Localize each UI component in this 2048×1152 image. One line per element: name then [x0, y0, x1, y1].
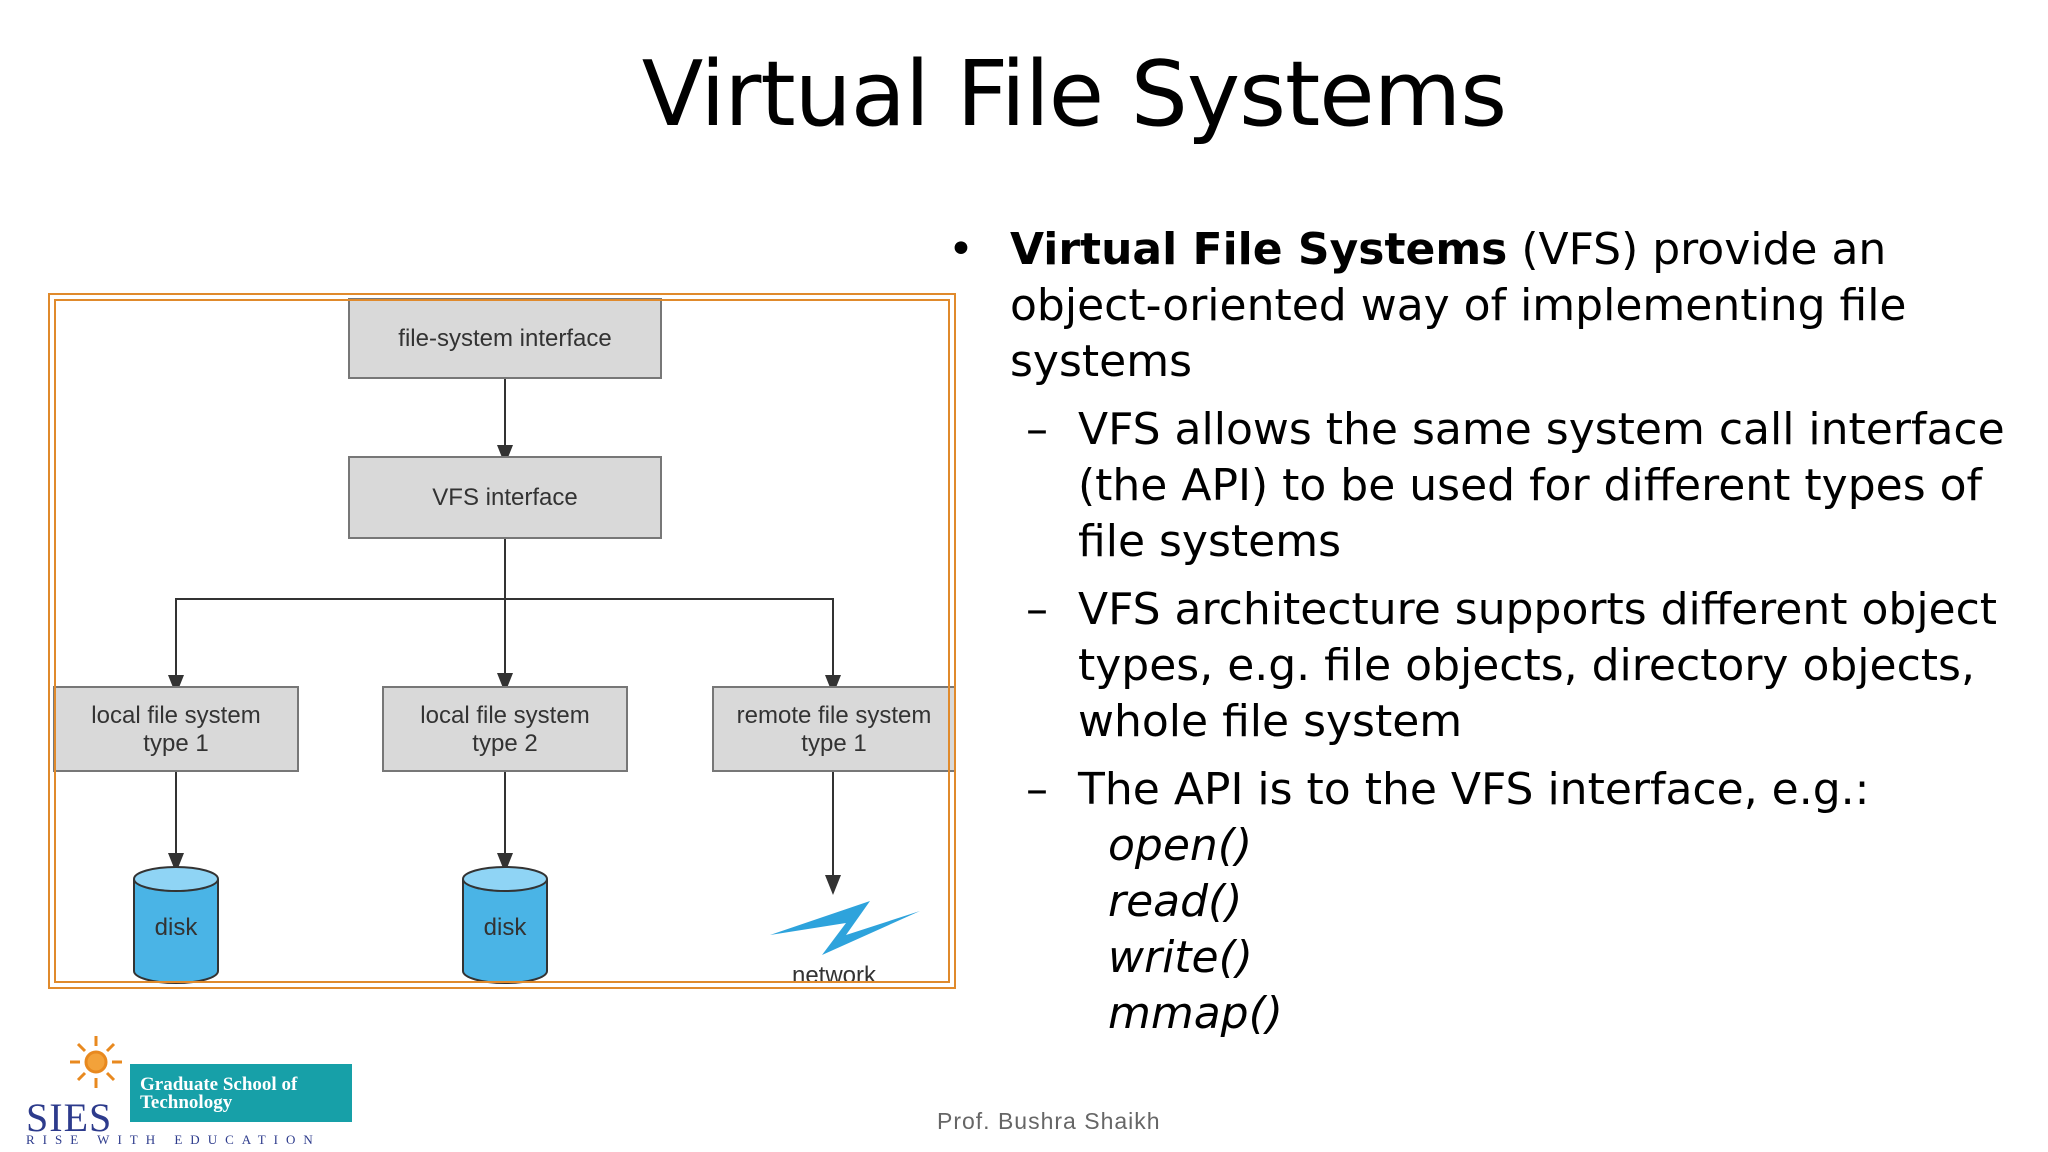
api-call: mmap()	[1108, 988, 1283, 1039]
slide-title: Virtual File Systems	[641, 42, 1507, 147]
api-call-list: open() read() write() mmap()	[1078, 818, 2008, 1042]
vfs-interface-box: VFS interface	[348, 456, 662, 539]
bullet-main-text: (VFS) provide an object-oriented way of …	[1010, 224, 1907, 387]
local-fs-type1-box: local file system type 1	[53, 686, 299, 772]
sub-bullet-same-interface: – VFS allows the same system call interf…	[948, 402, 2008, 570]
svg-text:remote file system: remote file system	[737, 702, 932, 729]
sun-logo-icon	[70, 1036, 122, 1088]
svg-text:disk: disk	[484, 914, 528, 941]
api-call: write()	[1108, 932, 1253, 983]
api-call: open()	[1108, 820, 1253, 871]
logo-wordmark: SIES	[26, 1095, 113, 1140]
bullet-list: • Virtual File Systems (VFS) provide an …	[948, 222, 2008, 1042]
dash-glyph: –	[1026, 404, 1048, 455]
sies-logo: SIES RISE WITH EDUCATION Graduate School…	[26, 1032, 352, 1147]
footer-author: Prof. Bushra Shaikh	[937, 1108, 1161, 1134]
local-fs-type2-box: local file system type 2	[382, 686, 628, 772]
branch-line	[175, 598, 834, 683]
svg-text:VFS interface: VFS interface	[432, 484, 577, 511]
sub-bullet-text: VFS allows the same system call interfac…	[1078, 404, 2005, 567]
sub-bullet-text: VFS architecture supports different obje…	[1078, 584, 1998, 747]
svg-text:disk: disk	[155, 914, 199, 941]
sub-bullet-text: The API is to the VFS interface, e.g.:	[1078, 764, 1870, 815]
dash-glyph: –	[1026, 584, 1048, 635]
dash-glyph: –	[1026, 764, 1048, 815]
logo-box-line: Technology	[140, 1092, 233, 1113]
logo-box-line: Graduate School of	[140, 1074, 298, 1095]
api-call: read()	[1108, 876, 1243, 927]
sub-bullet-object-types: – VFS architecture supports different ob…	[948, 582, 2008, 750]
svg-text:type 1: type 1	[801, 730, 866, 757]
bullet-bold-term: Virtual File Systems	[1010, 224, 1508, 275]
logo-tagline: RISE WITH EDUCATION	[26, 1132, 321, 1147]
network-lightning-icon: network	[770, 901, 920, 987]
remote-fs-type1-box: remote file system type 1	[712, 686, 954, 772]
disk-icon: disk	[462, 866, 548, 984]
sub-bullet-api: – The API is to the VFS interface, e.g.:…	[948, 762, 2008, 1042]
vfs-diagram: file-system interface VFS interface loca…	[53, 298, 954, 987]
disk-icon: disk	[133, 866, 219, 984]
svg-text:network: network	[792, 962, 877, 987]
fs-interface-box: file-system interface	[348, 298, 662, 379]
logo-school-box: Graduate School of Technology	[130, 1064, 352, 1122]
svg-text:local file system: local file system	[91, 702, 260, 729]
svg-text:type 2: type 2	[472, 730, 537, 757]
svg-text:local file system: local file system	[420, 702, 589, 729]
svg-text:type 1: type 1	[143, 730, 208, 757]
vfs-diagram-frame: file-system interface VFS interface loca…	[48, 293, 956, 989]
bullet-vfs-definition: • Virtual File Systems (VFS) provide an …	[948, 222, 2008, 390]
bullet-dot: •	[948, 224, 974, 275]
svg-text:file-system interface: file-system interface	[398, 325, 611, 352]
